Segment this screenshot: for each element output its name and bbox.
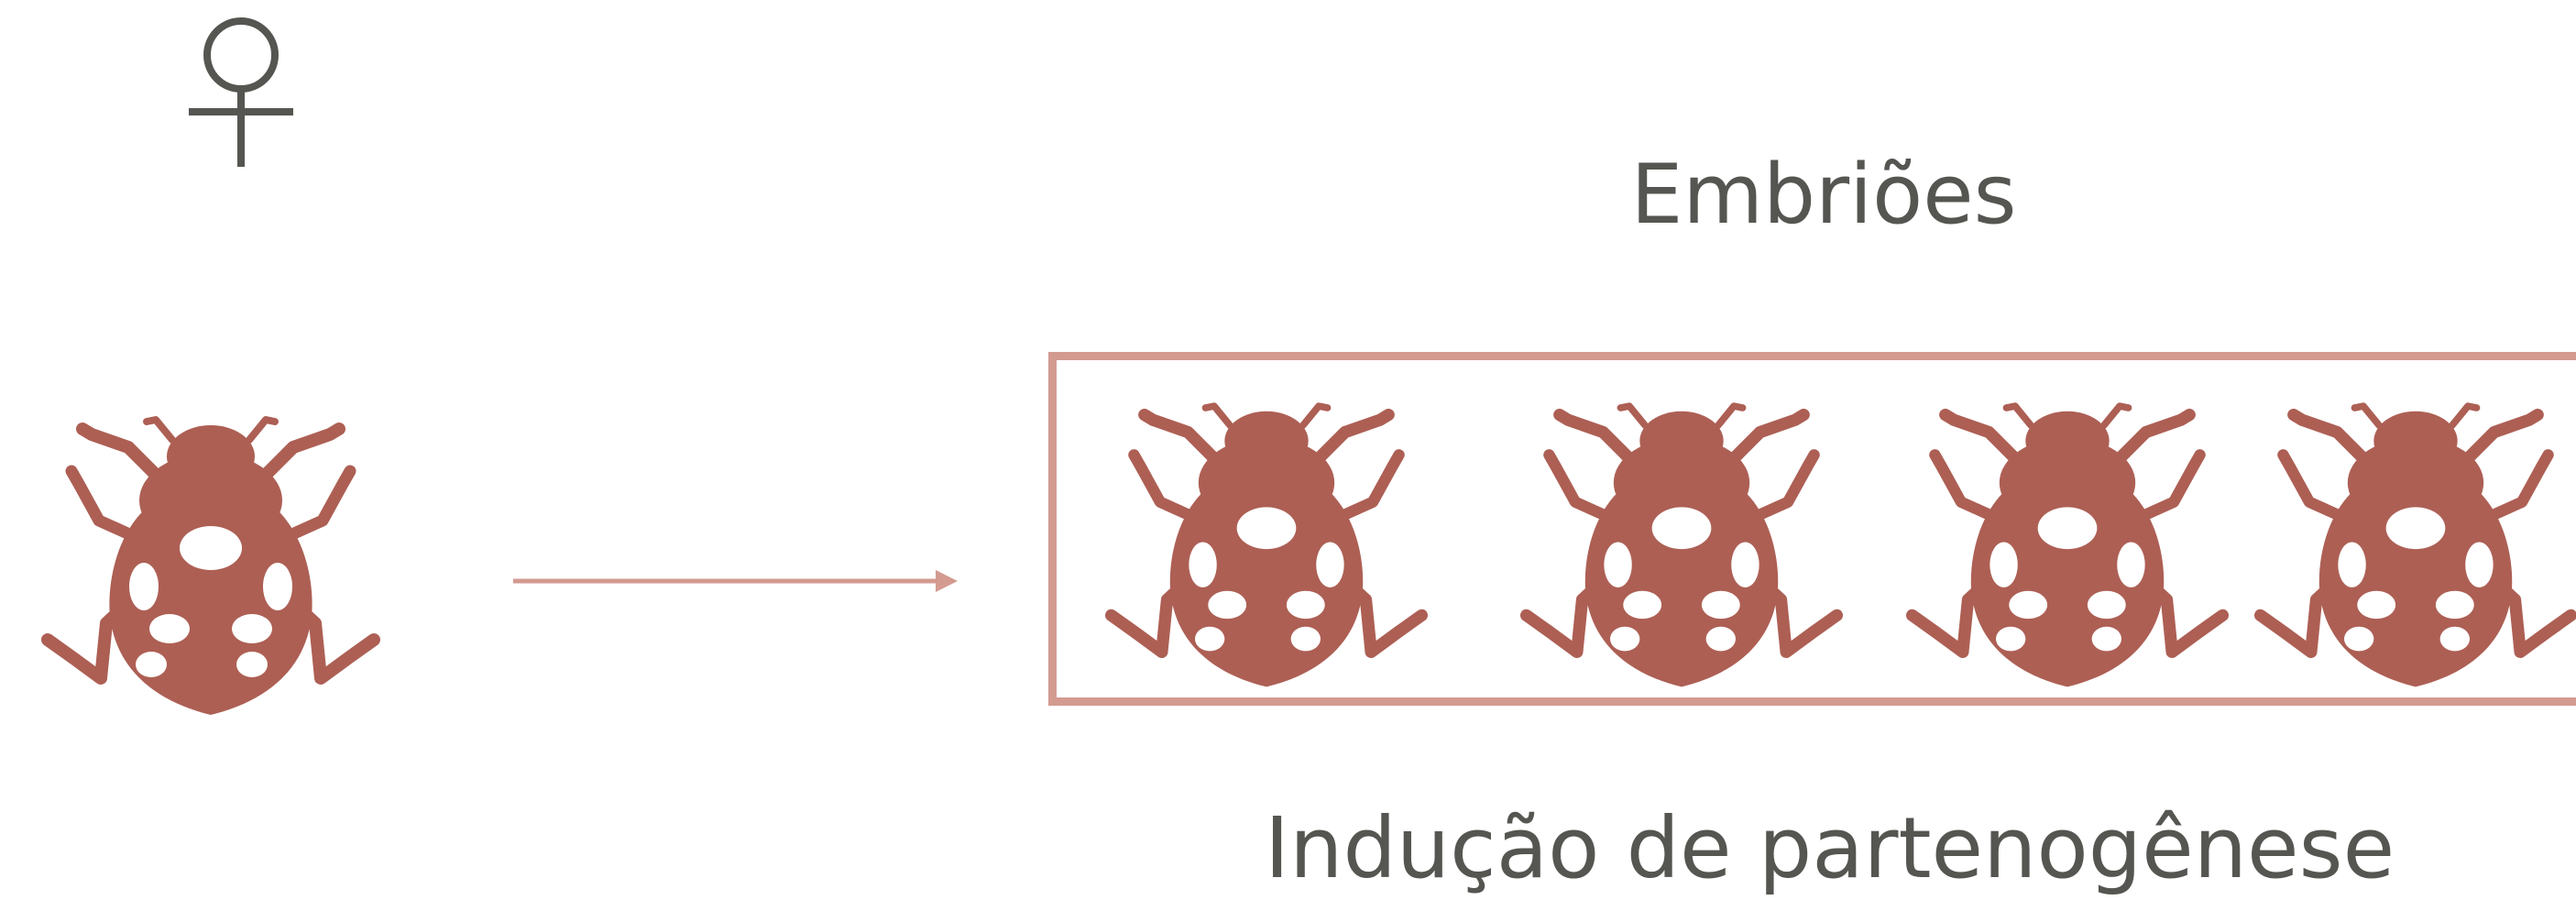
ladybug-icon — [1875, 371, 2260, 694]
arrow-right-icon — [509, 561, 967, 601]
induction-label: Indução de partenogênese — [1265, 799, 2395, 897]
ladybug-icon — [1074, 371, 1459, 694]
ladybug-icon — [2223, 371, 2576, 694]
embryo-box — [1048, 352, 2576, 706]
female-symbol-icon — [181, 9, 301, 174]
ladybug-icon — [18, 383, 403, 722]
embryos-label: Embriões — [1630, 147, 2017, 243]
ladybug-icon — [1489, 371, 1874, 694]
